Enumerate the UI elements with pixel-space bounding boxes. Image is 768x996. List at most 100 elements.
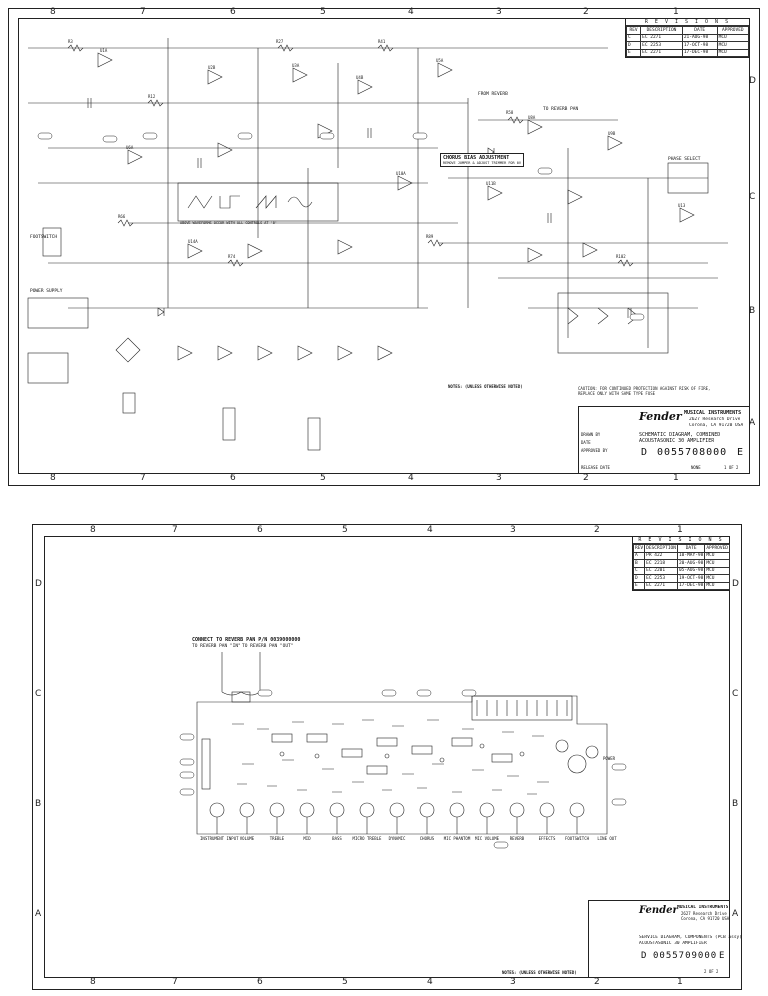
svg-text:R27: R27 bbox=[276, 39, 284, 44]
rev-cell: D bbox=[625, 41, 642, 50]
zone-d: D bbox=[35, 579, 42, 589]
svg-text:U9B: U9B bbox=[608, 131, 616, 136]
drawing-title: SCHEMATIC DIAGRAM, COMBINED bbox=[639, 432, 721, 438]
footswitch-label: FOOTSWITCH bbox=[30, 235, 58, 240]
rev-cell: E bbox=[632, 581, 646, 590]
release-label: RELEASE DATE bbox=[581, 465, 610, 470]
desc-cell: EC 2271 bbox=[640, 33, 683, 42]
control-label: MID bbox=[303, 836, 311, 841]
zone-3: 3 bbox=[510, 977, 516, 987]
zone-c: C bbox=[35, 689, 42, 699]
control-label: BASS bbox=[332, 836, 342, 841]
fender-logo: Fender bbox=[639, 905, 678, 916]
schematic-title-block: Fender MUSICAL INSTRUMENTS 2627 Research… bbox=[578, 406, 750, 474]
phase-select-label: PHASE SELECT bbox=[668, 157, 701, 162]
control-label: MIC VOLUME bbox=[474, 836, 500, 841]
zone-6: 6 bbox=[230, 473, 236, 483]
control-label: CHORUS bbox=[419, 836, 435, 841]
zone-1: 1 bbox=[673, 7, 679, 17]
zone-1: 1 bbox=[677, 525, 683, 535]
rev-cell: E bbox=[625, 48, 642, 57]
zone-6: 6 bbox=[257, 525, 263, 535]
zone-1: 1 bbox=[673, 473, 679, 483]
reverb-out-label: TO REVERB PAN "OUT" bbox=[242, 644, 294, 649]
zone-2: 2 bbox=[583, 473, 589, 483]
zone-8: 8 bbox=[50, 7, 56, 17]
zone-2: 2 bbox=[594, 977, 600, 987]
sheet-number: 1 OF 2 bbox=[724, 465, 739, 470]
svg-text:R89: R89 bbox=[426, 234, 434, 239]
zone-7: 7 bbox=[172, 525, 178, 535]
zone-6: 6 bbox=[257, 977, 263, 987]
zone-c: C bbox=[749, 192, 756, 202]
control-label: VOLUME bbox=[239, 836, 255, 841]
approved-cell: MCU bbox=[716, 33, 750, 42]
revision-table: R E V I S I O N S REV DESCRIPTION DATE A… bbox=[625, 18, 750, 58]
svg-text:R12: R12 bbox=[148, 94, 156, 99]
fuse-caution: CAUTION: FOR CONTINUED PROTECTION AGAINS… bbox=[578, 386, 711, 396]
company-address: 2627 Research Drive bbox=[681, 911, 727, 916]
revision-header-row: REV DESCRIPTION DATE APPROVED bbox=[625, 26, 750, 35]
drawing-number: 0055709000 bbox=[653, 951, 718, 961]
svg-text:R3: R3 bbox=[68, 39, 73, 44]
svg-text:R102: R102 bbox=[616, 254, 626, 259]
zone-5: 5 bbox=[342, 525, 348, 535]
drawing-subtitle: ACOUSTASONIC 30 AMPLIFIER bbox=[639, 941, 707, 946]
revision-row: C EC 2271 21-AUG-98 MCU bbox=[625, 33, 750, 42]
from-reverb-label: FROM REVERB bbox=[478, 92, 508, 97]
date-cell: 17-DEC-98 bbox=[681, 48, 718, 57]
pcb-sheet-border bbox=[32, 524, 742, 990]
drawing-subtitle: ACOUSTASONIC 30 AMPLIFIER bbox=[639, 438, 715, 444]
desc-col: DESCRIPTION bbox=[640, 26, 683, 35]
company-city: Corona, CA 91720 USA bbox=[681, 916, 730, 921]
control-label: MIC PHANTOM bbox=[443, 836, 471, 841]
svg-text:R66: R66 bbox=[118, 214, 126, 219]
zone-d: D bbox=[749, 76, 756, 86]
date-col: DATE bbox=[681, 26, 718, 35]
control-label: LINE OUT bbox=[597, 836, 617, 841]
fender-logo: Fender bbox=[639, 410, 682, 423]
zone-3: 3 bbox=[510, 525, 516, 535]
drawing-title: SERVICE DIAGRAM, COMPONENTS (PCB assy) bbox=[639, 935, 742, 940]
svg-text:R74: R74 bbox=[228, 254, 236, 259]
svg-text:U10A: U10A bbox=[396, 171, 406, 176]
approved-cell: MCU bbox=[704, 581, 731, 590]
schematic-sheet: 8 7 6 5 4 3 2 1 8 7 6 5 4 3 2 1 D C B A bbox=[8, 7, 760, 486]
scale-value: NONE bbox=[691, 465, 701, 470]
chorus-bias-label: CHORUS BIAS ADJUSTMENT REMOVE JUMPER & A… bbox=[440, 153, 524, 167]
svg-text:U2B: U2B bbox=[208, 65, 216, 70]
reverb-connect-note: CONNECT TO REVERB PAN P/N 0039000000 bbox=[192, 637, 301, 643]
zone-b: B bbox=[35, 799, 42, 809]
zone-2: 2 bbox=[583, 7, 589, 17]
zone-8: 8 bbox=[50, 473, 56, 483]
approved-cell: MCU bbox=[716, 48, 750, 57]
zone-a: A bbox=[732, 909, 739, 919]
pcb-notes-title: NOTES: (UNLESS OTHERWISE NOTED) bbox=[502, 970, 577, 975]
control-label: EFFECTS bbox=[538, 836, 556, 841]
zone-7: 7 bbox=[172, 977, 178, 987]
drawn-by-label: DRAWN BY bbox=[581, 432, 601, 437]
reverb-in-label: TO REVERB PAN "IN" bbox=[192, 644, 241, 649]
rev-col: REV bbox=[625, 26, 642, 35]
date-cell: 21-AUG-98 bbox=[681, 33, 718, 42]
revision-heading: R E V I S I O N S bbox=[633, 537, 729, 544]
schematic-notes: NOTES: (UNLESS OTHERWISE NOTED) bbox=[448, 384, 523, 389]
date-cell: 17-OCT-98 bbox=[681, 41, 718, 50]
zone-5: 5 bbox=[342, 977, 348, 987]
revision-row: D EC 2253 17-OCT-98 MCU bbox=[625, 41, 750, 50]
desc-cell: EC 2253 bbox=[640, 41, 683, 50]
zone-7: 7 bbox=[140, 7, 146, 17]
zone-b: B bbox=[749, 306, 756, 316]
svg-text:U1A: U1A bbox=[100, 48, 108, 53]
svg-text:R41: R41 bbox=[378, 39, 386, 44]
zone-a: A bbox=[749, 418, 756, 428]
zone-3: 3 bbox=[496, 473, 502, 483]
svg-text:R58: R58 bbox=[506, 110, 514, 115]
zone-4: 4 bbox=[427, 525, 433, 535]
revision-table: R E V I S I O N S REV DESCRIPTION DATE A… bbox=[632, 536, 731, 591]
drawing-size: D bbox=[641, 951, 647, 961]
zone-2: 2 bbox=[594, 525, 600, 535]
